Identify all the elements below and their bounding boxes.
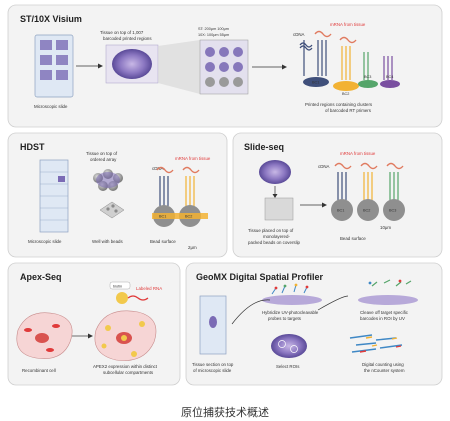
panel-geomx: GeoMX Digital Spatial Profiler Tissue se… bbox=[185, 262, 443, 386]
hdst-bc2: BC2 bbox=[185, 215, 192, 219]
arrow-geomx-2 bbox=[317, 295, 349, 311]
slideseq-size-label: 10μm bbox=[380, 225, 391, 230]
slideseq-tissue-label-1: Tissue placed on top of bbox=[248, 228, 294, 233]
st-tissue-label-2: barcoded printed regions bbox=[103, 36, 152, 41]
slideseq-bead-surface: cDNA mRNA from tissue BC1 BC2 BC3 bbox=[318, 151, 405, 221]
st-slide-label: Microscopic slide bbox=[34, 104, 68, 109]
hdst-ordered-array bbox=[93, 169, 123, 191]
hdst-tissue-label-1: Tissue on top of bbox=[86, 151, 118, 156]
apex-expr-label-1: APEX2 expression within distinct bbox=[93, 364, 158, 369]
arrow-geomx-1 bbox=[231, 299, 271, 325]
st-cdna-label: cDNA bbox=[293, 32, 305, 37]
hdst-bead-surface: cDNA mRNA from tissue BC1 BC2 bbox=[152, 156, 211, 227]
hdst-tissue-label-2: ordered array bbox=[90, 157, 117, 162]
geomx-count-1: Digital counting using bbox=[362, 362, 404, 367]
apex-biotin-label: biotin bbox=[113, 285, 122, 289]
st-regions-label-1: Printed regions containing clusters bbox=[305, 102, 373, 107]
panel-hdst: HDST Microscopic slide Tissue on top of … bbox=[7, 132, 228, 258]
panel-title-slideseq: Slide-seq bbox=[244, 142, 284, 152]
hdst-well-label: Well with beads bbox=[92, 239, 123, 244]
st-bc1: BC1 bbox=[312, 81, 319, 85]
slideseq-bc1: BC1 bbox=[337, 209, 344, 213]
geomx-roi-label: Select ROIs bbox=[276, 364, 300, 369]
slideseq-bead-label: Bead surface bbox=[340, 236, 366, 241]
st-bc4: BC4 bbox=[386, 75, 393, 79]
recombinant-cell bbox=[16, 312, 73, 359]
hdst-size-label: 2μm bbox=[188, 245, 197, 250]
geomx-counting bbox=[349, 334, 403, 353]
apex-biotin-marker: biotin bbox=[109, 281, 149, 304]
hdst-bc1: BC1 bbox=[159, 215, 166, 219]
geomx-roi-tissue bbox=[271, 334, 307, 358]
apex-expr-label-2: subcellular compartments bbox=[103, 370, 154, 375]
panel-slideseq: Slide-seq Tissue placed on top of monola… bbox=[232, 132, 443, 258]
spatial-methods-figure: ST/10X Visium Microscopic slide Tissue o… bbox=[7, 4, 443, 386]
figure-caption: 原位捕获技术概述 bbox=[181, 406, 269, 419]
geomx-count-2: the nCounter system bbox=[364, 368, 405, 373]
hdst-slide-label: Microscopic slide bbox=[28, 239, 62, 244]
tissue-on-array bbox=[105, 44, 159, 84]
zoom-cone bbox=[158, 40, 200, 94]
st-mrna-label: mRNA from tissue bbox=[330, 22, 366, 27]
geomx-cleave-1: Cleave off target specific bbox=[360, 310, 409, 315]
geomx-cleave-2: barcodes in ROI by UV bbox=[360, 316, 405, 321]
printed-regions-primers: cDNA mRNA from tissue BC1 BC2 BC3 BC4 bbox=[293, 22, 400, 96]
hdst-mrna-label: mRNA from tissue bbox=[175, 156, 211, 161]
panel-title-st: ST/10X Visium bbox=[20, 14, 82, 24]
panel-title-hdst: HDST bbox=[20, 142, 45, 152]
geomx-hybridize-2: probes to targets bbox=[268, 316, 302, 321]
geomx-cleave bbox=[358, 279, 418, 305]
slideseq-bc2: BC2 bbox=[363, 209, 370, 213]
slideseq-bc3: BC3 bbox=[389, 209, 396, 213]
geomx-slide bbox=[199, 295, 227, 355]
st-tissue-label-1: Tissue on top of 1,007 bbox=[100, 30, 144, 35]
st-spec-st: ST: 200μm 100μm bbox=[198, 27, 229, 31]
apex-cell-label: Recombinant cell bbox=[22, 368, 56, 373]
hdst-bead-label: Bead surface bbox=[150, 239, 176, 244]
st-regions-label-2: of barcoded RT primers bbox=[325, 108, 372, 113]
microscopic-slide-hdst bbox=[39, 159, 69, 233]
geomx-section-label-1: Tissue section on top bbox=[192, 362, 234, 367]
apex-expression-cell bbox=[94, 310, 157, 361]
slideseq-tissue-label-2: monolayered- bbox=[263, 234, 290, 239]
microscopic-slide-st bbox=[34, 34, 74, 98]
st-bc2: BC2 bbox=[342, 92, 349, 96]
apex-labeled-rna: Labeled RNA bbox=[136, 286, 162, 291]
st-spec-10x: 10X: 100μm 55μm bbox=[198, 33, 229, 37]
barcoded-spot-grid bbox=[199, 39, 249, 95]
panel-title-geomx: GeoMX Digital Spatial Profiler bbox=[196, 272, 324, 282]
geomx-section-label-2: of microscopic slide bbox=[193, 368, 232, 373]
st-bc3: BC3 bbox=[364, 75, 371, 79]
hdst-well bbox=[99, 201, 125, 219]
panel-st-visium: ST/10X Visium Microscopic slide Tissue o… bbox=[7, 4, 443, 128]
slideseq-cdna-label: cDNA bbox=[318, 164, 330, 169]
panel-apexseq: Apex-Seq biotin Labeled RNA Recombinant … bbox=[7, 262, 181, 386]
geomx-probes-layer bbox=[262, 283, 322, 305]
slideseq-mrna-label: mRNA from tissue bbox=[340, 151, 376, 156]
slideseq-tissue-label-3: packed beads on coverslip bbox=[248, 240, 301, 245]
geomx-hybridize-1: Hybridize UV-photocleavable bbox=[262, 310, 319, 315]
slideseq-tissue bbox=[259, 160, 294, 221]
panel-title-apexseq: Apex-Seq bbox=[20, 272, 62, 282]
